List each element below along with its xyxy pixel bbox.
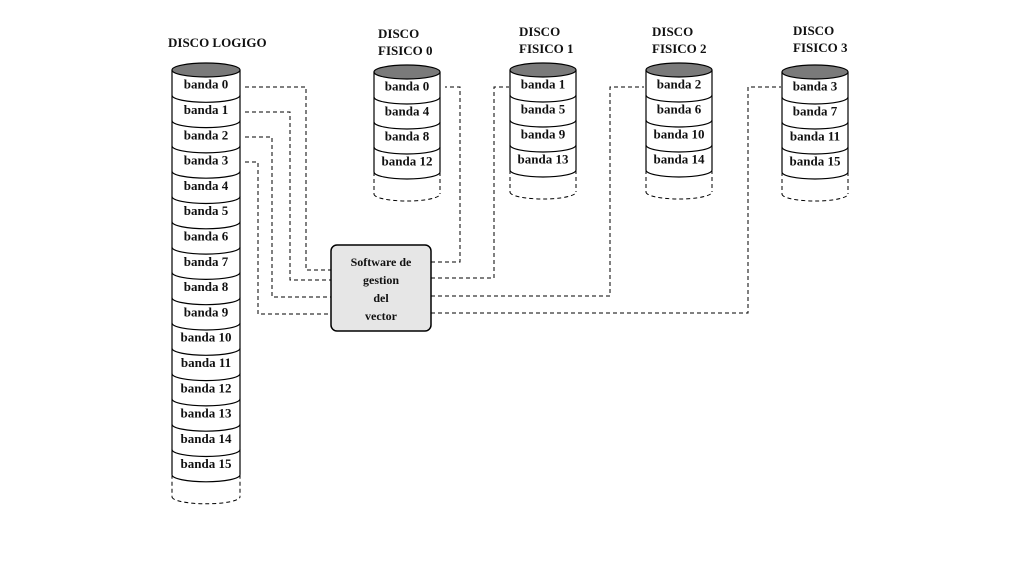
disk-top [373,64,441,80]
band-separator [645,144,713,153]
band-label: banda 10 [654,127,705,142]
band-label: banda 14 [181,431,232,446]
band-label: banda 6 [657,102,702,117]
disk-top [781,64,849,80]
band-label: banda 4 [385,104,430,119]
logical-disk: banda 0 banda 1 banda 2 banda 3 banda 4 banda… [171,62,241,505]
band-label: banda 7 [184,254,229,269]
band-separator [171,120,241,129]
physical-disk-1-title-line1: DISCO [519,24,560,39]
connector-logical-band-3 [245,161,333,315]
band-label: banda 10 [181,330,232,345]
band-separator [373,121,441,130]
band-label: banda 12 [382,154,433,169]
band-separator [171,322,241,331]
band-label: banda 11 [181,355,231,370]
band-separator [171,95,241,103]
band-separator [509,94,577,103]
physical-disk-2-title-line1: DISCO [652,24,693,39]
band-label: banda 2 [657,77,701,92]
connectors-group [245,86,781,315]
band-separator [171,424,241,432]
band-separator [171,297,241,306]
connector-logical-band-2 [245,136,333,298]
band-separator [509,119,577,128]
software-box-line-2: gestion [363,273,399,287]
band-separator [171,373,241,382]
disk-top [171,62,241,78]
software-box-line-1: Software de [351,255,412,269]
band-separator [645,119,713,128]
connector-physical-disk-1 [431,86,509,279]
band-label: banda 1 [521,77,565,92]
band-label: banda 0 [385,79,429,94]
band-separator [171,398,241,407]
band-label: banda 4 [184,178,229,193]
band-separator [645,169,713,178]
band-separator [509,169,577,178]
disk-top [645,62,713,78]
physical-disk-2: banda 2 banda 6 banda 10 banda 14 [645,62,713,200]
band-separator [509,144,577,153]
connector-physical-disk-3 [431,86,781,314]
band-label: banda 3 [793,79,838,94]
band-label: banda 11 [790,129,840,144]
disk-top [509,62,577,78]
band-label: banda 14 [654,152,705,167]
band-separator [373,96,441,105]
band-label: banda 5 [184,203,229,218]
band-separator [171,196,241,205]
band-label: banda 6 [184,228,229,243]
connector-physical-disk-2 [431,86,644,297]
physical-disk-3-title-line2: FISICO 3 [793,40,848,55]
band-separator [171,449,241,458]
software-box-line-4: vector [365,309,398,323]
band-separator [171,171,241,179]
band-label: banda 9 [184,304,229,319]
band-label: banda 7 [793,104,838,119]
band-label: banda 9 [521,127,566,142]
band-label: banda 0 [184,77,228,92]
band-label: banda 1 [184,102,228,117]
physical-disk-0-title-line1: DISCO [378,26,419,41]
band-separator [781,146,849,155]
band-separator [781,171,849,180]
band-label: banda 12 [181,380,232,395]
band-separator [373,171,441,180]
band-separator [171,348,241,356]
physical-disk-3: banda 3 banda 7 banda 11 banda 15 [781,64,849,202]
band-separator [171,221,241,230]
band-separator [171,474,241,483]
band-label: banda 13 [181,406,232,421]
band-label: banda 2 [184,127,228,142]
physical-disk-0-title-line2: FISICO 0 [378,43,433,58]
band-separator [373,146,441,155]
connector-logical-band-0 [245,86,333,271]
band-label: banda 13 [518,152,569,167]
band-label: banda 8 [385,129,430,144]
band-label: banda 15 [790,154,841,169]
software-box [330,244,432,332]
physical-disk-1: banda 1 banda 5 banda 9 banda 13 [509,62,577,200]
band-label: banda 15 [181,456,232,471]
band-separator [645,94,713,103]
band-separator [781,96,849,105]
physical-disk-3-title-line1: DISCO [793,23,834,38]
band-separator [171,145,241,154]
software-box-line-3: del [373,291,389,305]
band-separator [171,272,241,280]
logical-disk-title: DISCO LOGIGO [168,35,267,50]
band-label: banda 8 [184,279,229,294]
band-separator [781,121,849,130]
physical-disk-1-title-line2: FISICO 1 [519,41,574,56]
band-separator [171,246,241,255]
connector-logical-band-1 [245,111,333,281]
physical-disk-2-title-line2: FISICO 2 [652,41,707,56]
connector-physical-disk-0 [431,86,461,263]
band-label: banda 5 [521,102,566,117]
physical-disk-0: banda 0 banda 4 banda 8 banda 12 [373,64,441,202]
band-label: banda 3 [184,153,229,168]
